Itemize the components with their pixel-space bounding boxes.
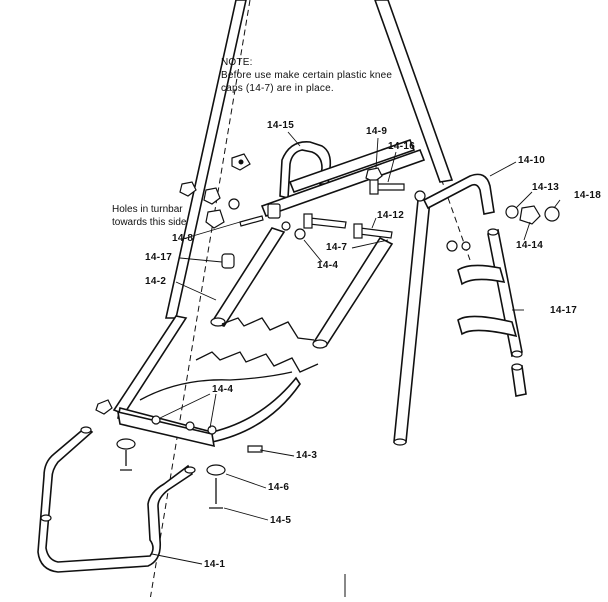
lower-slide-end-bar (117, 410, 215, 448)
knee-cap-lower (95, 399, 113, 415)
label-14-13: 14-13 (532, 182, 560, 193)
bolt-14-12-head (353, 223, 363, 239)
label-14-15: 14-15 (267, 120, 295, 131)
bolt-14-3 (247, 445, 263, 453)
bracket-14-8 (267, 203, 281, 219)
note-line-2: caps (14-7) are in place. (221, 83, 334, 94)
washer-mid-a (294, 228, 306, 240)
label-14-17-left: 14-17 (145, 252, 173, 263)
base-tube-end-b (184, 466, 196, 474)
rear-leg (393, 199, 431, 443)
label-14-8: 14-8 (172, 233, 194, 244)
nut-14-18 (544, 206, 560, 222)
slide-rail-left (210, 227, 286, 327)
bolt-mid-head (303, 213, 313, 229)
leader-lines (151, 131, 561, 565)
note-line-1: Before use make certain plastic knee (221, 70, 393, 81)
screw-14-5 (209, 478, 223, 509)
cap-left-b (205, 209, 225, 229)
ladder-stub-top (511, 363, 523, 371)
turnbar-note-line-2: towards this side (112, 217, 187, 228)
foot-pad-14-6 (206, 464, 226, 476)
label-14-9: 14-9 (366, 126, 388, 137)
base-tube-end-a (80, 426, 92, 434)
slide-rail-left-end (210, 317, 226, 327)
washer-left (228, 198, 240, 210)
ladder-rail-bottom (511, 350, 523, 358)
label-14-18: 14-18 (574, 190, 602, 201)
turnbar-note: Holes in turnbar towards this side (112, 203, 186, 229)
label-14-16: 14-16 (388, 141, 416, 152)
knee-guard-14-15 (279, 141, 332, 200)
label-14-10: 14-10 (518, 155, 546, 166)
note-heading: NOTE: (221, 57, 253, 68)
lower-slide-left (112, 315, 188, 415)
bolt-left (239, 215, 264, 227)
cap-left-a (203, 187, 221, 205)
bolt-mid (308, 217, 347, 229)
slide-bed-top-edge (221, 317, 315, 341)
cap-14-13 (505, 205, 519, 219)
foot-pad-left (116, 438, 136, 450)
rear-leg-end (393, 438, 407, 446)
upper-rail (288, 138, 416, 194)
spacer-14-17 (221, 253, 235, 269)
lower-slide-curve (139, 371, 293, 401)
slide-bed-lower-edge (195, 351, 319, 373)
ladder-step-lower (457, 315, 518, 338)
frame-leg-right-top (374, 0, 454, 183)
washer-right-a (446, 240, 458, 252)
label-14-5: 14-5 (270, 515, 292, 526)
label-14-3: 14-3 (296, 450, 318, 461)
ladder-step-upper (457, 264, 506, 286)
nut-upper-left (179, 181, 197, 197)
label-14-4-lower: 14-4 (212, 384, 234, 395)
label-14-4-upper: 14-4 (317, 260, 339, 271)
label-14-7: 14-7 (326, 242, 348, 253)
label-14-12: 14-12 (377, 210, 405, 221)
foot-pad-left-screw (120, 450, 132, 471)
slide-rail-right (312, 236, 394, 347)
bolt-14-16 (375, 183, 405, 191)
label-14-6: 14-6 (268, 482, 290, 493)
bolt-14-12 (358, 227, 393, 239)
label-14-1: 14-1 (204, 559, 226, 570)
turnbar-note-line-1: Holes in turnbar (112, 204, 183, 215)
frame-guide-left (149, 0, 251, 601)
bolt-lower-b (185, 421, 195, 431)
knee-cap-upper-hole (238, 159, 244, 165)
nut-14-9 (365, 167, 383, 183)
bolt-14-16-head (369, 179, 379, 195)
base-tube-14-1 (37, 428, 194, 573)
slide-rail-right-end (312, 339, 328, 349)
ladder-stub (511, 365, 527, 397)
label-14-2: 14-2 (145, 276, 167, 287)
washer-right-c (414, 190, 426, 202)
bolt-lower-a (151, 415, 161, 425)
base-tube-end-c (40, 514, 52, 522)
bolt-lower-c (207, 425, 217, 435)
label-14-17-right: 14-17 (550, 305, 578, 316)
washer-right-b (461, 241, 471, 251)
washer-mid-b (281, 221, 291, 231)
handle-14-10 (422, 173, 495, 215)
assembly-note: NOTE: Before use make certain plastic kn… (221, 56, 421, 95)
nut-14-14 (519, 205, 541, 225)
label-14-14: 14-14 (516, 240, 544, 251)
top-crossbar (260, 148, 426, 218)
ladder-rail-top (487, 228, 499, 236)
